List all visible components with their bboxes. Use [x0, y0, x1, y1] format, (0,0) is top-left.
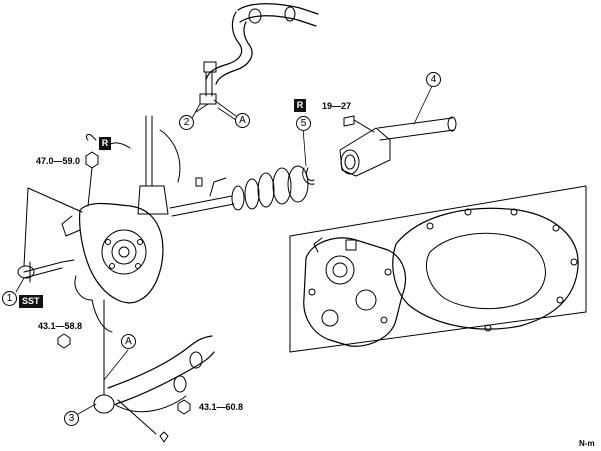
callout-1: 1 — [2, 291, 17, 306]
torque-lower-arm-bolt: 43.1—58.8 — [38, 321, 83, 331]
castle-nut — [85, 133, 99, 207]
figure-code: N-m — [579, 439, 595, 448]
knuckle-hub — [61, 202, 164, 333]
callout-a-upper: A — [235, 113, 250, 128]
callout-5: 5 — [296, 116, 311, 131]
replace-badge-top: R — [99, 137, 111, 150]
stabilizer-bar — [205, 3, 319, 85]
torque-lower-arm-nut: 43.1—60.8 — [199, 402, 244, 412]
callout-3: 3 — [64, 411, 79, 426]
stabilizer-link — [195, 61, 237, 117]
tie-rod-end — [17, 187, 83, 283]
drive-shaft — [169, 165, 309, 217]
lower-control-arm — [57, 299, 215, 443]
callout-2: 2 — [179, 115, 194, 130]
torque-tie-rod-nut: 47.0—59.0 — [36, 156, 81, 166]
callout-4: 4 — [426, 72, 441, 87]
transaxle-frame — [289, 185, 587, 353]
transfer-case — [303, 237, 407, 347]
strut-assembly — [103, 115, 181, 215]
transaxle-housing — [392, 207, 579, 332]
sst-badge: SST — [19, 295, 43, 308]
replace-badge-mid: R — [294, 99, 306, 112]
callout-a-lower: A — [121, 334, 136, 349]
torque-bolt: 19—27 — [322, 101, 352, 111]
leader-lines — [15, 83, 434, 415]
joint-shaft — [302, 115, 457, 185]
